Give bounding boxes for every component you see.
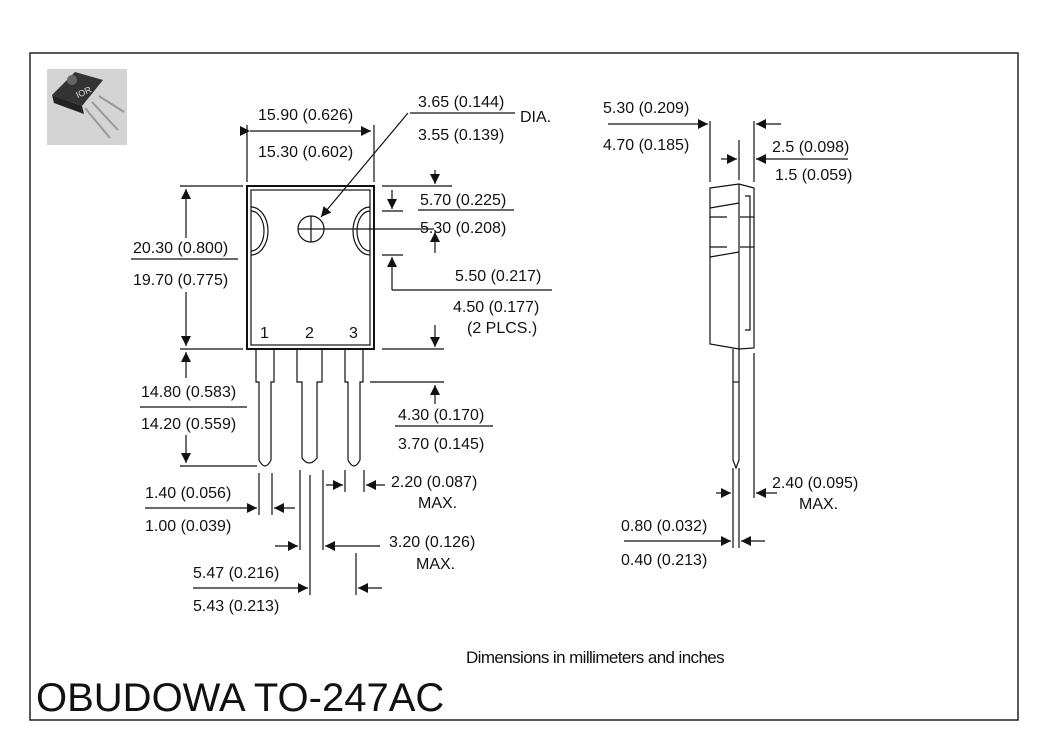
lead-thickness-max: 0.80 (0.032)	[621, 518, 707, 535]
width-max: 15.90 (0.626)	[258, 107, 353, 124]
tab-min: 1.5 (0.059)	[775, 167, 852, 184]
pin-1-label: 1	[260, 325, 269, 342]
lead-width-max: 1.40 (0.056)	[145, 485, 231, 502]
side-view: 5.30 (0.209) 4.70 (0.185) 2.5 (0.098) 1.…	[603, 100, 858, 569]
pin-2-label: 2	[305, 325, 314, 342]
lead-width-min: 1.00 (0.039)	[145, 518, 231, 535]
hole-pos-min: 5.30 (0.208)	[420, 220, 506, 237]
center-lead-width: 3.20 (0.126)	[389, 534, 475, 551]
shoulder-min: 3.70 (0.145)	[398, 436, 484, 453]
offset: 2.40 (0.095)	[772, 475, 858, 492]
thickness-max: 5.30 (0.209)	[603, 100, 689, 117]
center-lead-note: MAX.	[416, 556, 455, 573]
height-max: 20.30 (0.800)	[133, 240, 228, 257]
tab-max: 2.5 (0.098)	[772, 139, 849, 156]
hole-dia-min: 3.55 (0.139)	[418, 127, 504, 144]
units-note: Dimensions in millimeters and inches	[466, 648, 724, 667]
lead-length-min: 14.20 (0.559)	[141, 416, 236, 433]
drawing-frame	[29, 52, 1019, 721]
hole-dia-label: DIA.	[520, 109, 551, 126]
offset-note: MAX.	[799, 496, 838, 513]
shoulder-width-note: MAX.	[418, 495, 457, 512]
side-body	[709, 183, 755, 350]
pitch-min: 5.43 (0.213)	[193, 598, 279, 615]
hole-dia-max: 3.65 (0.144)	[418, 94, 504, 111]
shoulder-width: 2.20 (0.087)	[391, 474, 477, 491]
lead-2	[296, 349, 323, 464]
notch-max: 5.50 (0.217)	[455, 268, 541, 285]
drawing-title: OBUDOWA TO-247AC	[36, 676, 444, 720]
notch-min: 4.50 (0.177)	[453, 299, 539, 316]
lead-length-max: 14.80 (0.583)	[141, 384, 236, 401]
lead-thickness-min: 0.40 (0.213)	[621, 552, 707, 569]
lead-3	[344, 349, 364, 467]
thickness-min: 4.70 (0.185)	[603, 137, 689, 154]
height-min: 19.70 (0.775)	[133, 272, 228, 289]
package-body	[246, 185, 375, 350]
pin-3-label: 3	[349, 325, 358, 342]
package-photo: IOR	[47, 69, 127, 145]
width-min: 15.30 (0.602)	[258, 144, 353, 161]
side-lead	[732, 349, 740, 470]
hole-pos-max: 5.70 (0.225)	[420, 192, 506, 209]
shoulder-max: 4.30 (0.170)	[398, 407, 484, 424]
front-view: 1 2 3 15.90 (0.626) 15.30 (0.602) 3.65 (…	[131, 94, 552, 615]
lead-1	[255, 349, 275, 467]
notch-count: (2 PLCS.)	[467, 320, 537, 337]
pitch-max: 5.47 (0.216)	[193, 565, 279, 582]
